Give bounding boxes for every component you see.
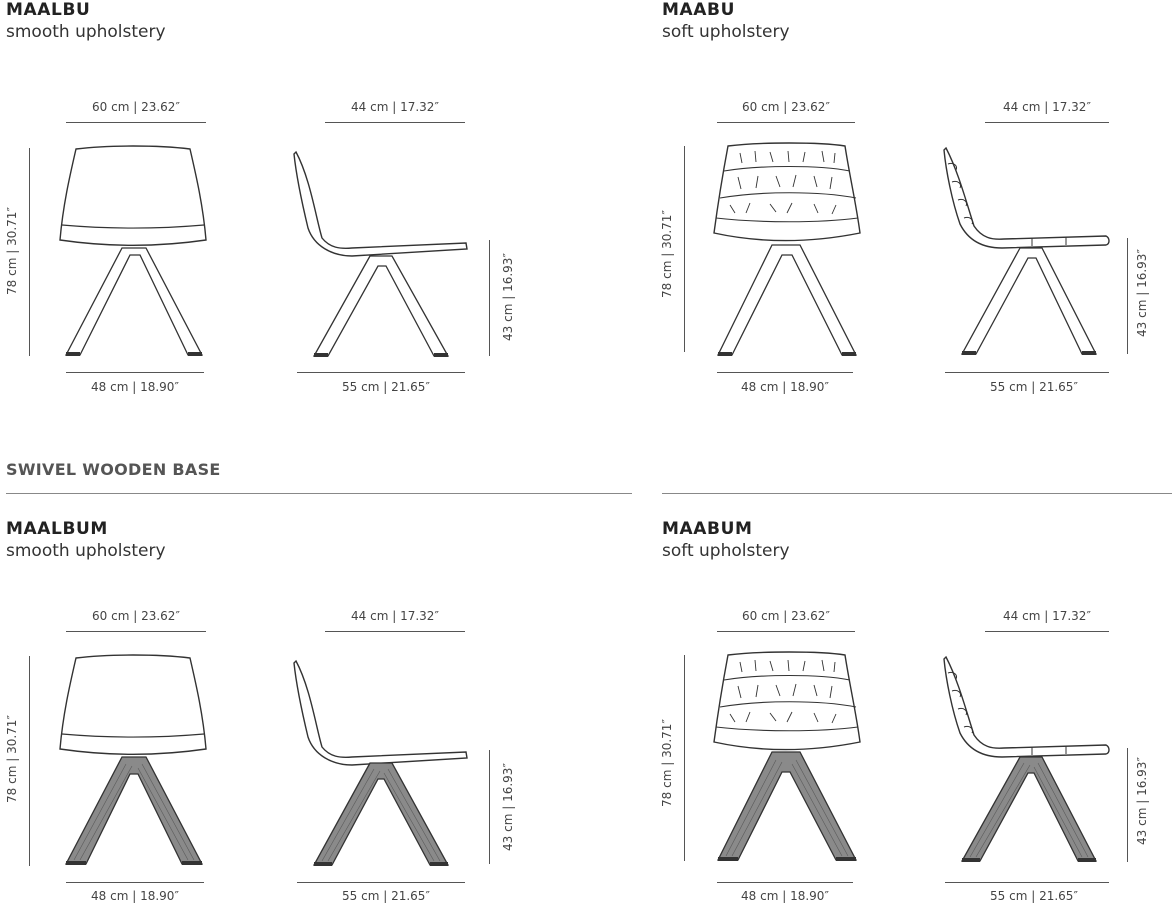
dim-line: [297, 372, 465, 373]
dim-line: [717, 631, 855, 632]
dim-depth-bottom: 55 cm | 21.65″: [990, 380, 1078, 394]
dim-height: 78 cm | 30.71″: [660, 210, 674, 298]
dim-line: [29, 656, 30, 866]
dim-line: [66, 372, 204, 373]
dim-width-bottom: 48 cm | 18.90″: [741, 889, 829, 903]
section-title: SWIVEL WOODEN BASE: [6, 460, 221, 479]
model-name: MAALBUM: [6, 519, 108, 539]
dim-line: [297, 882, 465, 883]
dim-depth-bottom: 55 cm | 21.65″: [342, 380, 430, 394]
dim-line: [945, 372, 1109, 373]
chair-side-view-smooth-wood: [292, 657, 472, 866]
chair-side-view-soft-wood: [942, 655, 1114, 862]
dim-height: 78 cm | 30.71″: [660, 719, 674, 807]
dim-width-top: 60 cm | 23.62″: [742, 609, 830, 623]
dim-line: [66, 631, 206, 632]
dim-width-top: 60 cm | 23.62″: [742, 100, 830, 114]
dim-seat-height: 43 cm | 16.93″: [501, 763, 515, 851]
section-divider-left: [6, 493, 632, 494]
dim-line: [985, 122, 1109, 123]
dim-line: [1127, 238, 1128, 354]
dim-line: [717, 372, 853, 373]
dim-line: [325, 631, 465, 632]
dim-width-top: 60 cm | 23.62″: [92, 609, 180, 623]
dim-width-top: 60 cm | 23.62″: [92, 100, 180, 114]
model-subtitle: soft upholstery: [662, 541, 790, 561]
dim-width-bottom: 48 cm | 18.90″: [91, 889, 179, 903]
dim-depth-bottom: 55 cm | 21.65″: [342, 889, 430, 903]
model-subtitle: smooth upholstery: [6, 22, 166, 42]
chair-side-view-soft-metal: [942, 146, 1114, 355]
model-name: MAABU: [662, 0, 735, 20]
dim-line: [684, 146, 685, 352]
dim-line: [1127, 748, 1128, 862]
dim-depth-top: 44 cm | 17.32″: [351, 100, 439, 114]
dim-height: 78 cm | 30.71″: [5, 207, 19, 295]
dim-depth-top: 44 cm | 17.32″: [1003, 100, 1091, 114]
dim-seat-height: 43 cm | 16.93″: [1135, 249, 1149, 337]
model-subtitle: soft upholstery: [662, 22, 790, 42]
dim-line: [325, 122, 465, 123]
dim-line: [684, 655, 685, 861]
chair-front-view-soft-wood: [710, 652, 865, 861]
chair-front-view-soft-metal: [710, 143, 865, 356]
dim-line: [489, 240, 490, 356]
model-name: MAALBU: [6, 0, 91, 20]
chair-front-view-smooth-wood: [58, 654, 208, 865]
dim-depth-bottom: 55 cm | 21.65″: [990, 889, 1078, 903]
dim-depth-top: 44 cm | 17.32″: [351, 609, 439, 623]
chair-side-view-smooth-metal: [292, 148, 472, 357]
dim-line: [66, 882, 204, 883]
dim-width-bottom: 48 cm | 18.90″: [91, 380, 179, 394]
chair-front-view-smooth-metal: [58, 145, 208, 356]
dim-line: [717, 122, 855, 123]
dim-height: 78 cm | 30.71″: [5, 715, 19, 803]
dim-seat-height: 43 cm | 16.93″: [501, 253, 515, 341]
dim-line: [945, 882, 1109, 883]
dim-depth-top: 44 cm | 17.32″: [1003, 609, 1091, 623]
dim-line: [489, 750, 490, 864]
dim-line: [29, 148, 30, 356]
model-subtitle: smooth upholstery: [6, 541, 166, 561]
dim-width-bottom: 48 cm | 18.90″: [741, 380, 829, 394]
dim-line: [717, 882, 853, 883]
section-divider-right: [662, 493, 1172, 494]
dim-line: [985, 631, 1109, 632]
dim-line: [66, 122, 206, 123]
dim-seat-height: 43 cm | 16.93″: [1135, 757, 1149, 845]
model-name: MAABUM: [662, 519, 753, 539]
